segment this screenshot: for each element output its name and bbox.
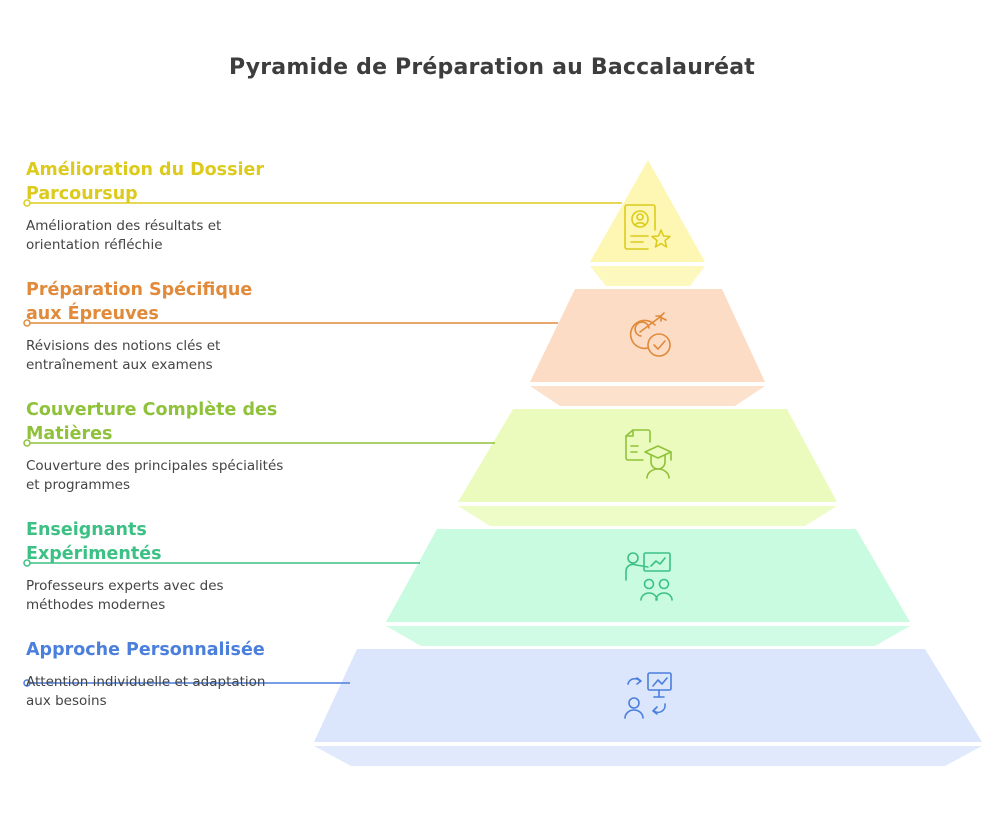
person-adapt-icon	[624, 672, 672, 719]
level-5-description: Attention individuelle et adaptation aux…	[26, 674, 266, 709]
tier-1-face	[590, 160, 705, 262]
tier-2-connector-dot	[23, 319, 31, 327]
tier-3-connector-dot	[23, 439, 31, 447]
level-1-heading: Amélioration du Dossier Parcoursup	[26, 160, 265, 204]
level-4-heading: Enseignants Expérimentés	[26, 520, 162, 564]
tier-5-base	[314, 746, 982, 766]
level-3-heading: Couverture Complète des Matières	[26, 400, 278, 444]
tier-5-connector-dot	[23, 679, 31, 687]
tier-3-face	[458, 409, 837, 502]
level-2-description: Révisions des notions clés et entraîneme…	[26, 338, 221, 373]
level-2-label: Préparation Spécifique aux Épreuves Révi…	[26, 278, 286, 375]
tier-1-base	[590, 266, 705, 286]
pyramid-tier-3	[23, 409, 837, 526]
level-1-description: Amélioration des résultats et orientatio…	[26, 218, 222, 253]
tier-4-connector-dot	[23, 559, 31, 567]
pyramid-tier-5	[23, 649, 982, 766]
document-graduate-icon	[625, 429, 672, 479]
target-check-icon	[629, 312, 671, 357]
level-4-label: Enseignants Expérimentés Professeurs exp…	[26, 518, 286, 615]
page-title: Pyramide de Préparation au Baccalauréat	[228, 55, 756, 80]
tier-4-base	[386, 626, 910, 646]
level-4-description: Professeurs experts avec des méthodes mo…	[26, 578, 224, 613]
tier-1-connector-dot	[23, 199, 31, 207]
tier-5-face	[314, 649, 982, 742]
level-1-label: Amélioration du Dossier Parcoursup Améli…	[26, 158, 286, 255]
pyramid-tier-1	[23, 160, 705, 286]
level-5-label: Approche Personnalisée Attention individ…	[26, 638, 286, 711]
tier-4-face	[386, 529, 910, 622]
level-3-label: Couverture Complète des Matières Couvert…	[26, 398, 286, 495]
tier-2-base	[530, 386, 765, 406]
tier-3-base	[458, 506, 837, 526]
certificate-star-icon	[624, 204, 671, 250]
level-2-heading: Préparation Spécifique aux Épreuves	[26, 280, 253, 324]
level-3-description: Couverture des principales spécialités e…	[26, 458, 284, 493]
pyramid-tier-4	[23, 529, 910, 646]
level-5-heading: Approche Personnalisée	[26, 640, 265, 660]
pyramid-tier-2	[23, 289, 765, 406]
teacher-students-icon	[625, 552, 673, 601]
tier-2-face	[530, 289, 765, 382]
